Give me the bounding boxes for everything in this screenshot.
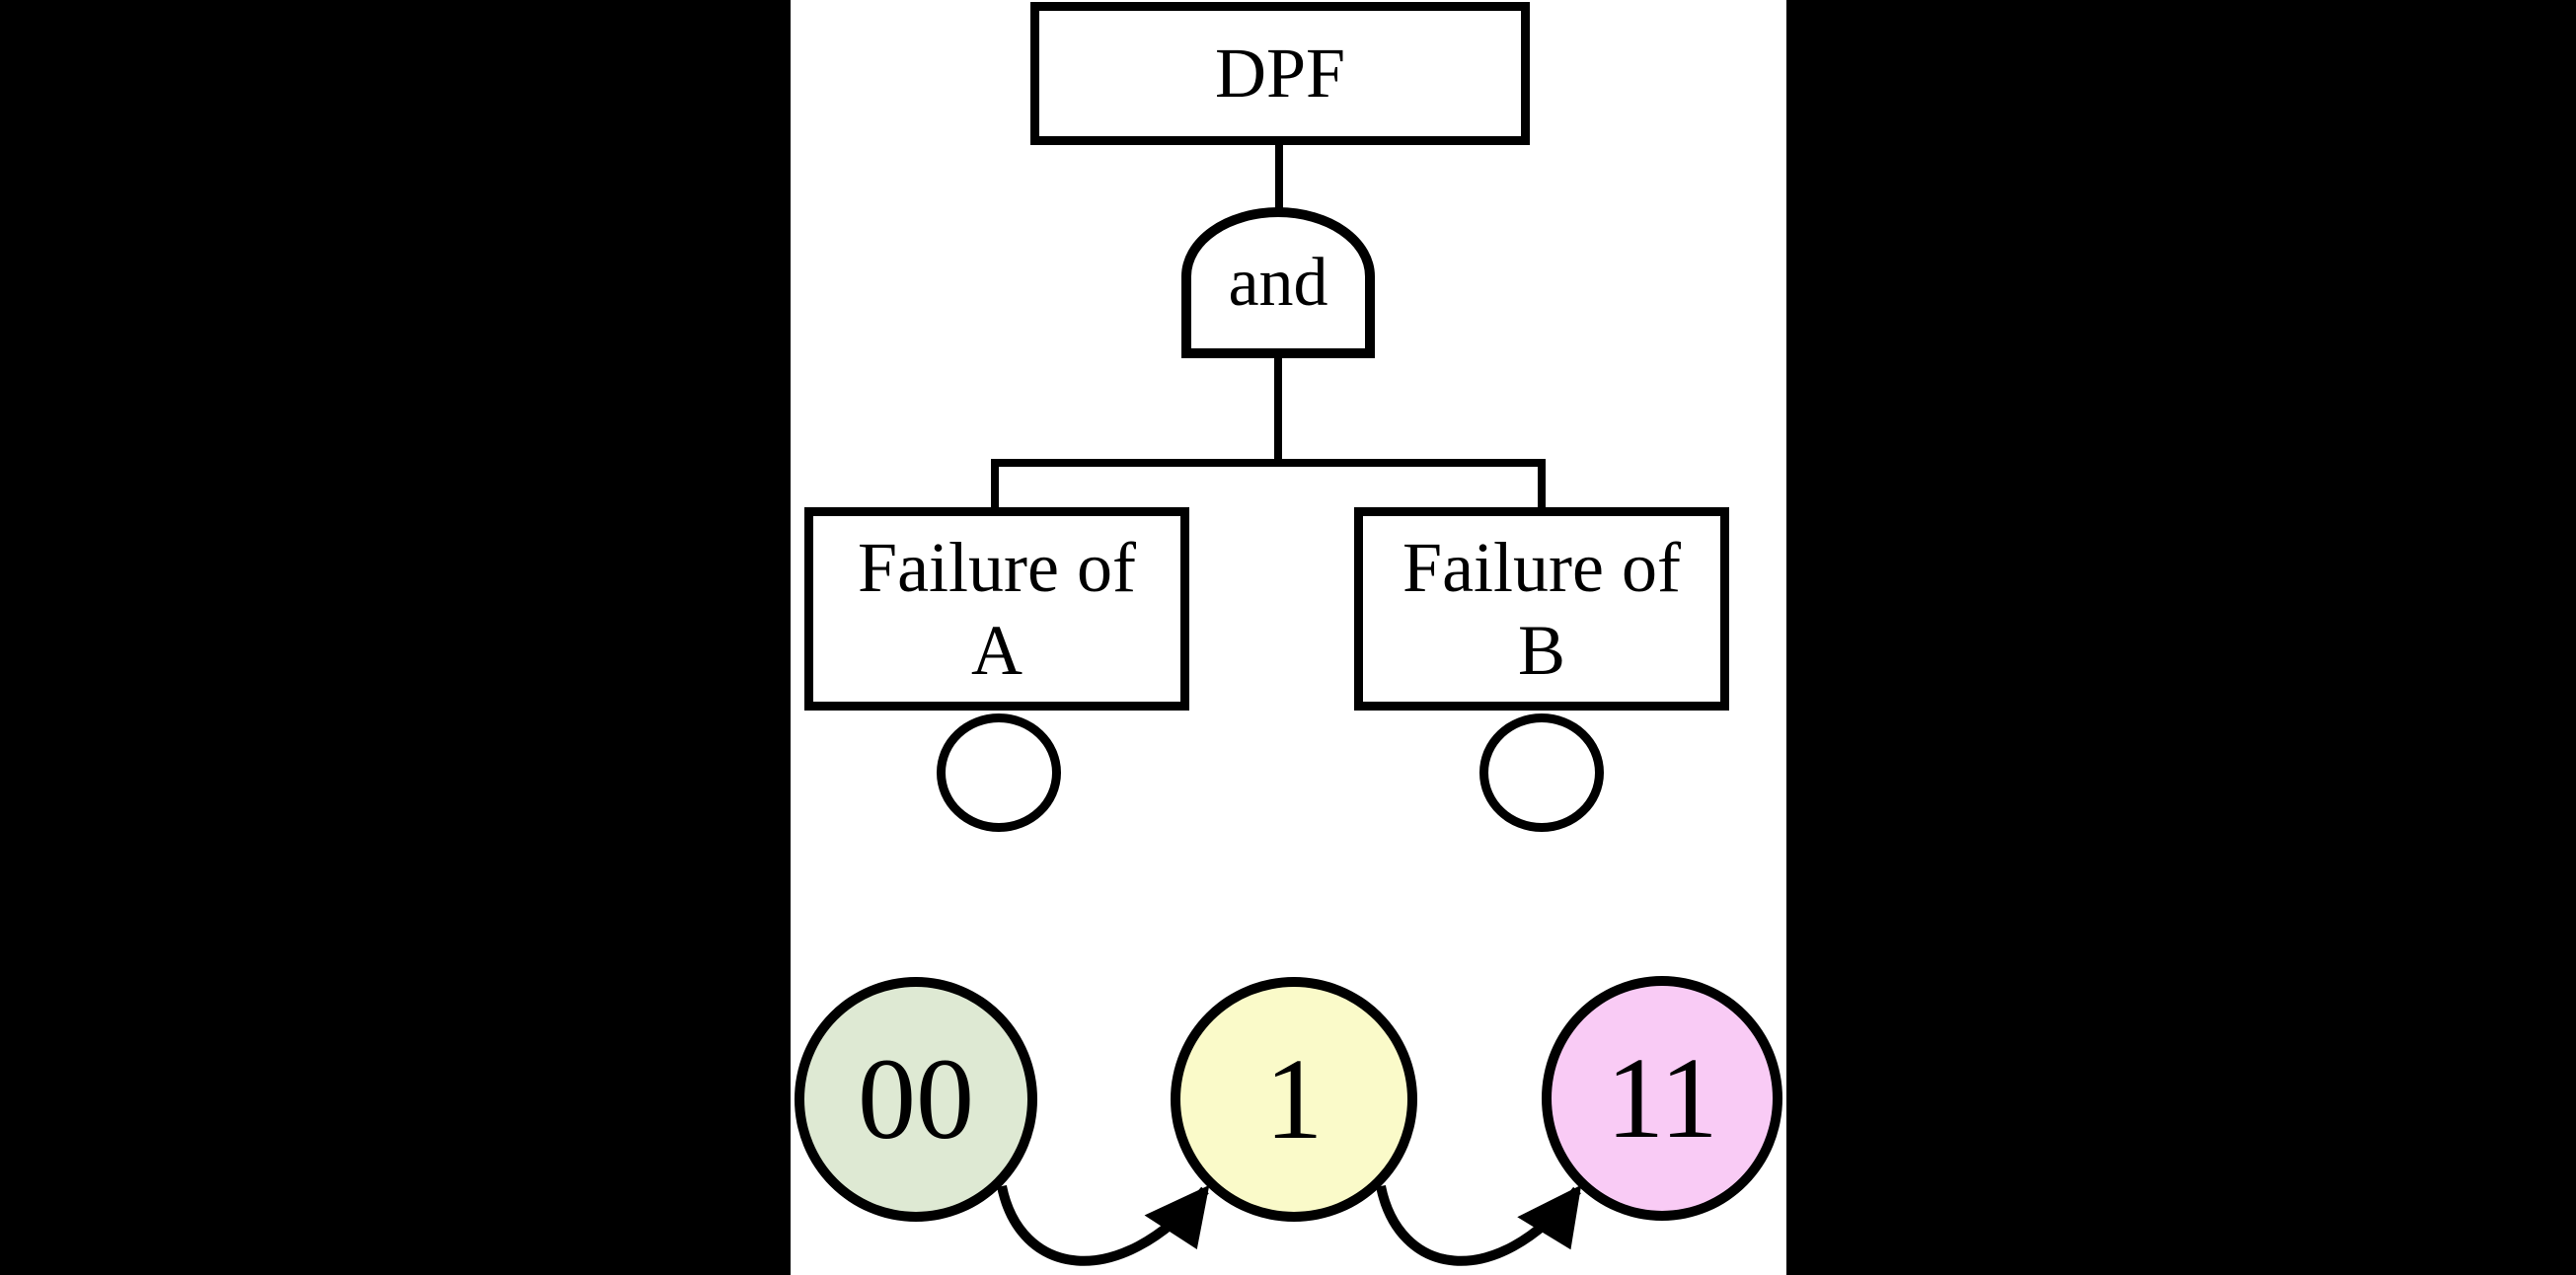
- basic-event-circle-a: [937, 713, 1061, 832]
- top-event-box: DPF: [1030, 2, 1530, 145]
- state-circle-1: 1: [1171, 977, 1417, 1222]
- state-circle-11: 11: [1542, 976, 1782, 1221]
- and-gate-label: and: [1228, 244, 1328, 321]
- markov-transitions-svg: [997, 1184, 1582, 1266]
- top-event-label: DPF: [1214, 34, 1346, 113]
- transition-arc-00-to-1: [997, 1184, 1210, 1266]
- basic-event-circle-b: [1479, 713, 1604, 832]
- basic-event-a-label-line2: A: [971, 611, 1023, 690]
- connector-top-to-gate: [1275, 143, 1283, 212]
- branch-leg-right: [1538, 459, 1546, 516]
- branch-leg-left: [991, 459, 999, 516]
- diagram-panel: DPF and Failure of A Failure of B 00 1 1…: [791, 0, 1786, 1275]
- state-label-00: 00: [858, 1034, 974, 1163]
- transition-arc-1-to-11: [1376, 1184, 1582, 1266]
- branch-line: [991, 459, 1546, 467]
- state-label-1: 1: [1264, 1034, 1324, 1163]
- basic-event-box-b: Failure of B: [1354, 507, 1729, 711]
- connector-gate-to-branch: [1274, 355, 1282, 464]
- basic-event-b-label-line2: B: [1517, 611, 1566, 690]
- basic-event-box-a: Failure of A: [804, 507, 1189, 711]
- basic-event-a-label-line1: Failure of: [858, 527, 1136, 607]
- state-circle-00: 00: [795, 977, 1037, 1222]
- basic-event-b-label-line1: Failure of: [1402, 527, 1681, 607]
- and-gate: and: [1181, 207, 1375, 358]
- state-label-11: 11: [1606, 1033, 1718, 1162]
